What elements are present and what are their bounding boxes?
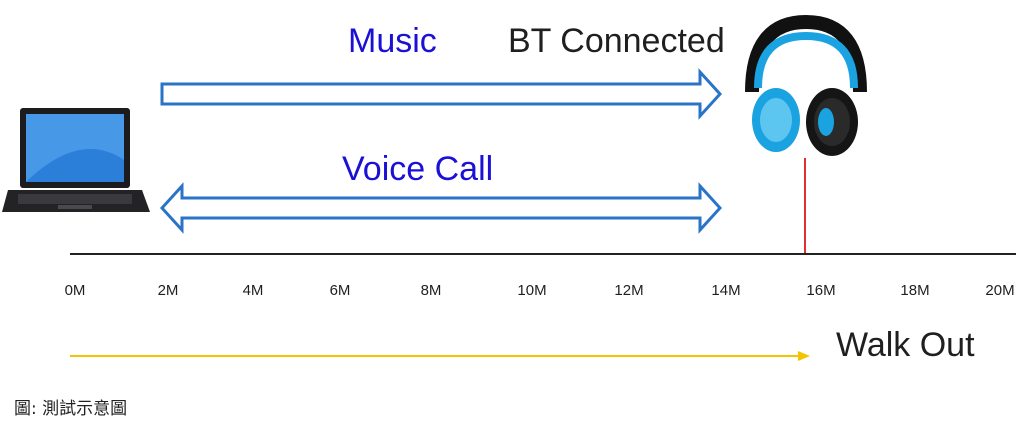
tick-18m: 18M	[900, 282, 930, 299]
tick-4m: 4M	[242, 282, 264, 299]
walk-out-arrow	[70, 351, 810, 361]
music-arrow	[160, 68, 723, 120]
voice-call-label: Voice Call	[342, 150, 494, 188]
tick-6m: 6M	[329, 282, 351, 299]
tick-16m: 16M	[806, 282, 836, 299]
walk-out-label: Walk Out	[836, 326, 975, 364]
tick-2m: 2M	[157, 282, 179, 299]
voice-call-arrow	[159, 182, 723, 234]
bt-connected-label: BT Connected	[508, 22, 725, 60]
figure-caption: 圖: 測試示意圖	[14, 399, 128, 419]
headphones-icon	[745, 14, 867, 156]
tick-0m: 0M	[64, 282, 86, 299]
tick-12m: 12M	[614, 282, 644, 299]
music-label: Music	[348, 22, 437, 60]
tick-8m: 8M	[420, 282, 442, 299]
tick-20m: 20M	[985, 282, 1015, 299]
tick-14m: 14M	[711, 282, 741, 299]
laptop-icon	[2, 108, 150, 212]
tick-10m: 10M	[517, 282, 547, 299]
